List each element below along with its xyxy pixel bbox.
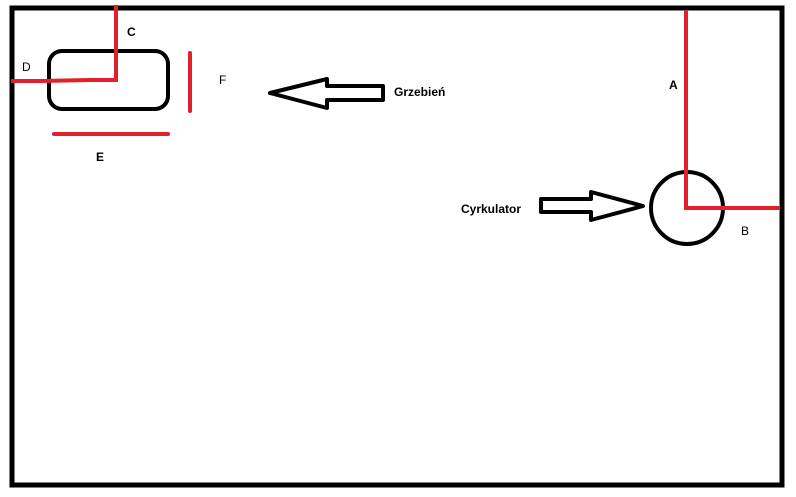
pipe-c-d xyxy=(11,5,118,83)
label-a: A xyxy=(669,78,678,92)
comb-label: Grzebień xyxy=(394,85,446,99)
arrow-left-icon xyxy=(268,77,385,110)
label-e: E xyxy=(96,150,105,164)
label-f: F xyxy=(219,73,227,87)
arrow-right-icon xyxy=(539,190,645,222)
label-c: C xyxy=(127,25,136,39)
label-d: D xyxy=(22,60,31,74)
circulator-label: Cyrkulator xyxy=(461,202,522,216)
room-outline xyxy=(9,5,785,488)
label-b: B xyxy=(741,224,750,238)
pipe-a-b xyxy=(684,10,780,210)
